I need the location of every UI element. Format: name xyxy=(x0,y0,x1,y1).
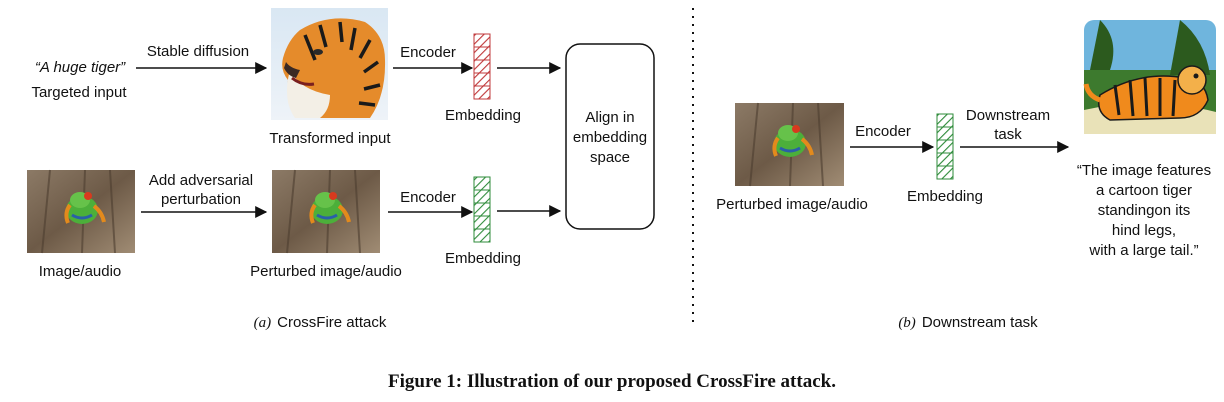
perturbed-frog-image-right xyxy=(735,102,844,187)
output-line-4: hind legs, xyxy=(1112,222,1176,239)
align-line-3: space xyxy=(590,149,630,166)
cartoon-tiger-image xyxy=(1083,20,1216,134)
add-adversarial-line-1: Add adversarial xyxy=(149,172,253,189)
frog-image xyxy=(27,169,135,254)
stable-diffusion-label: Stable diffusion xyxy=(147,43,249,60)
tiger-image xyxy=(271,8,388,120)
embedding-red xyxy=(473,33,491,100)
downstream-line-1: Downstream xyxy=(966,107,1050,124)
add-adversarial-line-2: perturbation xyxy=(161,191,241,208)
align-box xyxy=(565,43,655,230)
output-line-2: a cartoon tiger xyxy=(1096,182,1192,199)
output-line-5: with a large tail.” xyxy=(1088,242,1198,259)
figure-caption: Figure 1: Illustration of our proposed C… xyxy=(388,371,836,392)
subcaption-a: (a)CrossFire attack xyxy=(254,314,387,331)
transformed-input-label: Transformed input xyxy=(269,130,391,147)
align-line-2: embedding xyxy=(573,129,647,146)
encoder-bottom-label: Encoder xyxy=(400,189,456,206)
align-line-1: Align in xyxy=(585,109,634,126)
embedding-bottom-label: Embedding xyxy=(445,250,521,267)
targeted-input-label: Targeted input xyxy=(31,84,127,101)
embedding-green-left xyxy=(473,176,491,243)
output-line-1: “The image features xyxy=(1077,162,1211,179)
target-text: “A huge tiger” xyxy=(35,59,126,76)
embedding-top-label: Embedding xyxy=(445,107,521,124)
encoder-top-label: Encoder xyxy=(400,44,456,61)
perturbed-label-right: Perturbed image/audio xyxy=(716,196,868,213)
perturbed-frog-image xyxy=(272,169,380,254)
subcaption-b: (b)Downstream task xyxy=(898,314,1038,331)
encoder-right-label: Encoder xyxy=(855,123,911,140)
output-line-3: standingon its xyxy=(1098,202,1191,219)
image-audio-label: Image/audio xyxy=(39,263,122,280)
perturbed-label-left: Perturbed image/audio xyxy=(250,263,402,280)
embedding-right-label: Embedding xyxy=(907,188,983,205)
embedding-green-right xyxy=(936,113,954,180)
downstream-line-2: task xyxy=(994,126,1022,143)
